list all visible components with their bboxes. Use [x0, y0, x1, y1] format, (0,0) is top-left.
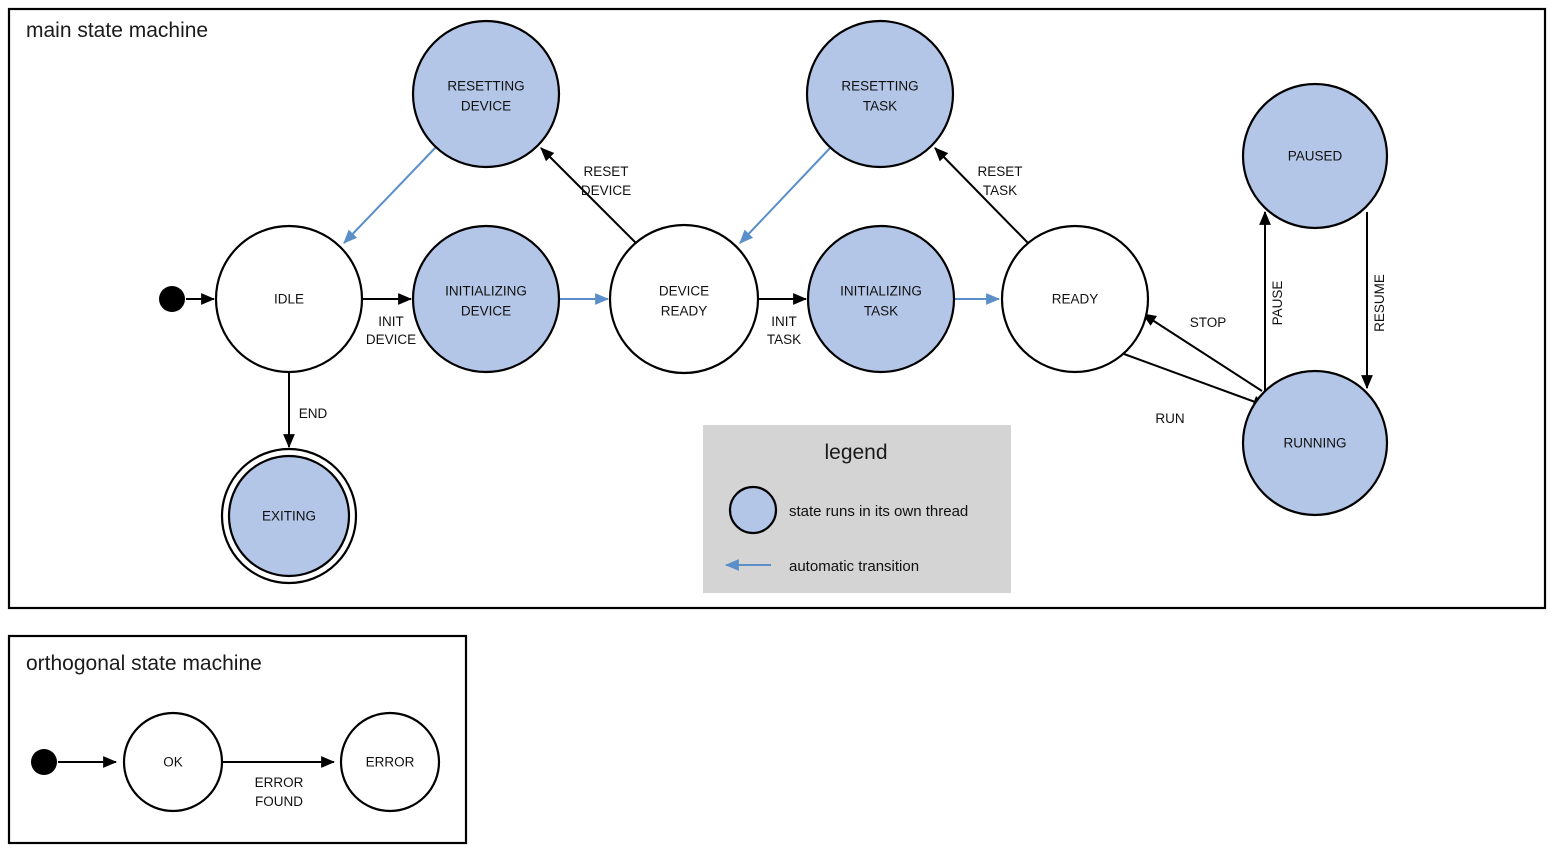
edge-label-resume: RESUME	[1372, 274, 1387, 332]
state-label-resetting-task-line1: RESETTING	[841, 79, 918, 94]
legend-title: legend	[824, 441, 887, 464]
state-circle-initializing-task[interactable]	[806, 224, 956, 374]
state-label-initializing-device-line1: INITIALIZING	[445, 284, 527, 299]
state-label-ready: READY	[1052, 292, 1099, 307]
state-circle-paused[interactable]	[1241, 82, 1389, 230]
transition-resetting-device-to-idle	[343, 146, 437, 244]
edge-label-stop: STOP	[1190, 315, 1227, 330]
transition-ready-to-resetting-task: RESET TASK	[934, 147, 1029, 244]
state-node-initializing-task[interactable]: INITIALIZING TASK	[806, 224, 956, 374]
state-label-initializing-task-line1: INITIALIZING	[840, 284, 922, 299]
state-node-ortho-initial[interactable]	[31, 749, 57, 775]
edge-label-reset-device-line2: DEVICE	[581, 183, 631, 198]
state-circle-ready[interactable]	[1000, 224, 1150, 374]
edge-label-reset-device-line1: RESET	[583, 164, 628, 179]
state-node-ok[interactable]: OK	[122, 711, 224, 813]
edge-line	[1142, 313, 1263, 392]
transition-device-ready-to-initializing-task: INIT TASK	[758, 293, 808, 347]
state-node-resetting-task[interactable]: RESETTING TASK	[805, 19, 955, 169]
transition-ok-to-error: ERROR FOUND	[222, 756, 336, 809]
state-label-resetting-device-line2: DEVICE	[461, 99, 511, 114]
state-node-idle[interactable]: IDLE	[214, 224, 364, 374]
state-circle-resetting-device[interactable]	[411, 19, 561, 169]
transition-idle-to-initializing-device: INIT DEVICE	[363, 293, 416, 347]
state-label-device-ready-line2: READY	[661, 304, 708, 319]
initial-state-dot[interactable]	[159, 286, 185, 312]
edge-label-run: RUN	[1155, 411, 1184, 426]
state-circle-initializing-device[interactable]	[411, 224, 561, 374]
state-label-resetting-device-line1: RESETTING	[447, 79, 524, 94]
transition-paused-to-running: RESUME	[1361, 212, 1387, 390]
orthogonal-state-machine-frame: orthogonal state machine ERROR FOUND OK …	[7, 634, 468, 845]
state-node-running[interactable]: RUNNING	[1241, 369, 1389, 517]
state-node-initial[interactable]	[159, 286, 185, 312]
transition-resetting-task-to-device-ready	[739, 146, 832, 244]
edge-line-auto	[739, 146, 832, 244]
orthogonal-frame-title: orthogonal state machine	[26, 652, 262, 675]
state-label-idle: IDLE	[274, 292, 304, 307]
legend-item-automatic-transition: automatic transition	[724, 558, 919, 575]
edge-line	[934, 147, 1029, 244]
state-node-exiting[interactable]: EXITING	[220, 447, 358, 585]
edge-label-init-task-line1: INIT	[771, 314, 797, 329]
main-frame-title: main state machine	[26, 19, 208, 42]
transition-running-to-paused: PAUSE	[1259, 210, 1285, 393]
state-node-ready[interactable]: READY	[1000, 224, 1150, 374]
transition-idle-to-exiting: END	[283, 372, 328, 449]
edge-label-pause: PAUSE	[1270, 281, 1285, 326]
edge-label-error-found-line1: ERROR	[255, 775, 304, 790]
legend-threaded-state-swatch	[728, 485, 778, 535]
state-circle-resetting-task[interactable]	[805, 19, 955, 169]
legend: legend state runs in its own thread auto…	[703, 425, 1011, 593]
edge-label-end: END	[299, 406, 328, 421]
edge-label-init-device-line2: DEVICE	[366, 332, 416, 347]
state-label-ok: OK	[163, 755, 183, 770]
edge-label-reset-task-line2: TASK	[983, 183, 1017, 198]
state-circle-error[interactable]	[339, 711, 441, 813]
state-label-initializing-device-line2: DEVICE	[461, 304, 511, 319]
edge-label-reset-task-line1: RESET	[977, 164, 1022, 179]
legend-item-threaded-state: state runs in its own thread	[728, 485, 968, 535]
edge-label-init-task-line2: TASK	[767, 332, 801, 347]
state-label-resetting-task-line2: TASK	[863, 99, 897, 114]
state-label-error: ERROR	[366, 755, 415, 770]
edge-label-init-device-line1: INIT	[378, 314, 404, 329]
edge-line	[540, 147, 637, 244]
state-label-exiting: EXITING	[262, 509, 316, 524]
edge-line	[1123, 353, 1268, 408]
legend-threaded-state-label: state runs in its own thread	[789, 503, 968, 520]
transition-device-ready-to-resetting-device: RESET DEVICE	[540, 147, 637, 244]
transition-running-to-ready: STOP	[1142, 313, 1263, 392]
state-node-paused[interactable]: PAUSED	[1241, 82, 1389, 230]
state-label-device-ready-line1: DEVICE	[659, 284, 709, 299]
edge-line-auto	[343, 146, 437, 244]
edge-label-error-found-line2: FOUND	[255, 794, 303, 809]
state-label-paused: PAUSED	[1288, 149, 1343, 164]
legend-automatic-transition-label: automatic transition	[789, 558, 919, 575]
state-node-device-ready[interactable]: DEVICE READY	[608, 223, 760, 375]
ortho-initial-state-dot[interactable]	[31, 749, 57, 775]
state-label-initializing-task-line2: TASK	[864, 304, 898, 319]
state-circle-idle[interactable]	[214, 224, 364, 374]
state-circle-device-ready[interactable]	[608, 223, 760, 375]
state-node-error[interactable]: ERROR	[339, 711, 441, 813]
state-node-resetting-device[interactable]: RESETTING DEVICE	[411, 19, 561, 169]
state-circle-exiting-inner[interactable]	[227, 454, 351, 578]
state-node-initializing-device[interactable]: INITIALIZING DEVICE	[411, 224, 561, 374]
state-circle-ok[interactable]	[122, 711, 224, 813]
state-circle-running[interactable]	[1241, 369, 1389, 517]
state-label-running: RUNNING	[1284, 436, 1347, 451]
transition-ready-to-running: RUN	[1123, 353, 1268, 426]
